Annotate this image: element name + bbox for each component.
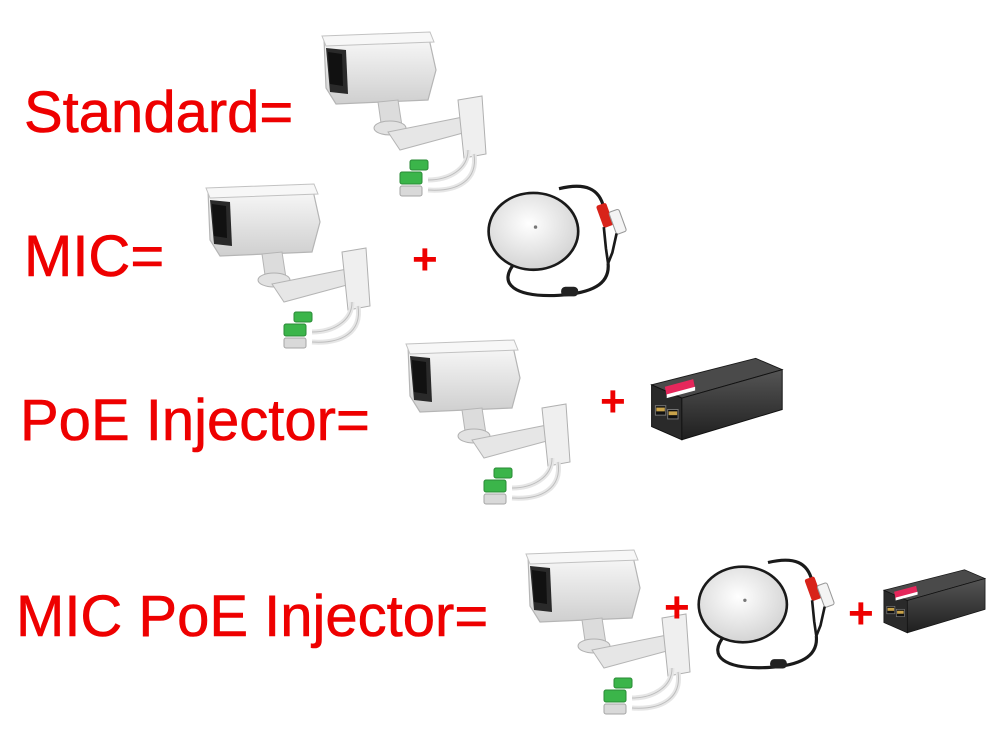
bullet-camera-icon xyxy=(402,338,582,508)
plus-sign: + xyxy=(664,583,690,632)
plus-sign: + xyxy=(600,377,626,426)
microphone-icon xyxy=(694,552,842,678)
microphone-icon xyxy=(484,178,634,306)
row-mic-poe-injector-label: MIC PoE Injector= xyxy=(16,584,489,649)
poe-injector-icon xyxy=(878,562,988,642)
bullet-camera-icon xyxy=(522,548,702,718)
poe-injector-icon xyxy=(644,350,786,450)
row-standard-label: Standard= xyxy=(24,80,294,145)
bullet-camera-icon xyxy=(318,30,498,200)
row-mic-label: MIC= xyxy=(24,224,165,289)
plus-sign: + xyxy=(412,235,438,284)
plus-sign: + xyxy=(848,589,874,638)
row-poe-injector-label: PoE Injector= xyxy=(20,388,370,453)
bullet-camera-icon xyxy=(202,182,382,352)
